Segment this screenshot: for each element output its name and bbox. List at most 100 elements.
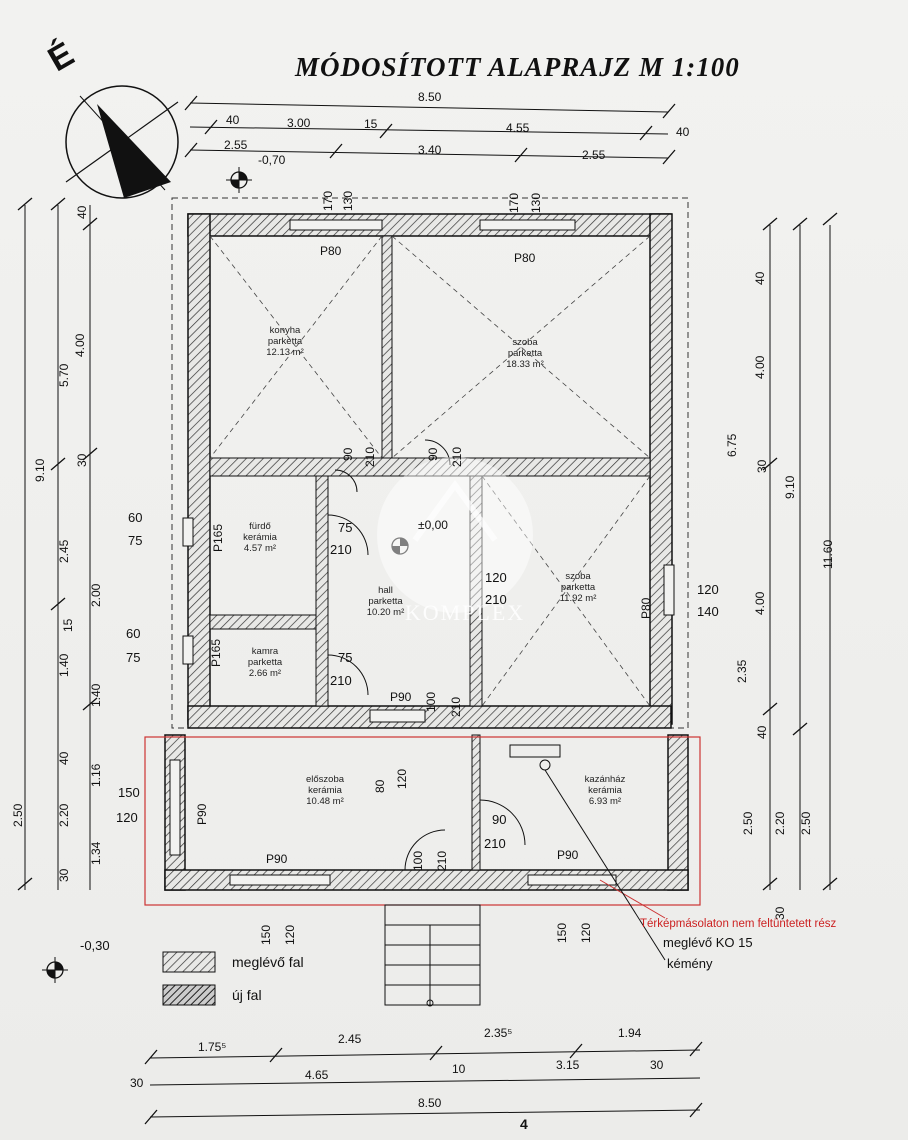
room-name: előszoba bbox=[305, 774, 345, 785]
dim-left: 2.45 bbox=[57, 539, 71, 563]
room-area: 10.48 m² bbox=[306, 796, 344, 807]
opening-dim: 130 bbox=[341, 190, 355, 211]
dim-right: 30 bbox=[755, 459, 769, 473]
opening-dim: 150 bbox=[118, 785, 140, 800]
dim-right: 2.35 bbox=[735, 659, 749, 683]
level-bottom: -0,30 bbox=[80, 938, 110, 953]
room-floor: kerámia bbox=[243, 532, 277, 543]
room-name: kazánház bbox=[584, 774, 626, 785]
watermark-logo-icon bbox=[377, 457, 533, 613]
dim-right: 2.50 bbox=[741, 811, 755, 835]
opening-dim: 75 bbox=[126, 650, 141, 665]
opening-dim: 120 bbox=[579, 922, 593, 943]
room-floor: parketta bbox=[368, 596, 403, 607]
opening-dim: 210 bbox=[363, 446, 377, 467]
window-label: P80 bbox=[320, 244, 342, 258]
opening-dim: 210 bbox=[330, 542, 352, 557]
dim-right: 40 bbox=[753, 271, 767, 285]
room-area: 4.57 m² bbox=[243, 543, 277, 554]
dim-top: 2.55 bbox=[582, 148, 606, 162]
drawing-title: MÓDOSÍTOTT ALAPRAJZ M 1:100 bbox=[295, 52, 740, 82]
room-kazanhaz: kazánház kerámia 6.93 m² bbox=[565, 774, 645, 807]
dim-left: 30 bbox=[57, 868, 71, 882]
room-area: 18.33 m² bbox=[506, 359, 544, 370]
dim-left: 2.50 bbox=[11, 803, 25, 827]
opening-dim: 210 bbox=[484, 836, 506, 851]
legend-existing-swatch bbox=[162, 951, 216, 973]
opening-dim: 100 bbox=[411, 850, 425, 871]
room-floor: parketta bbox=[507, 348, 543, 359]
window-label: P165 bbox=[211, 523, 225, 552]
window-label: P80 bbox=[514, 251, 536, 265]
room-floor: parketta bbox=[247, 657, 283, 668]
opening-dim: 150 bbox=[259, 924, 273, 945]
room-area: 6.93 m² bbox=[588, 796, 622, 807]
opening-dim: 120 bbox=[395, 768, 409, 789]
room-szoba-2: szoba parketta 11.92 m² bbox=[538, 571, 618, 604]
legend-new-label: új fal bbox=[232, 987, 262, 1003]
opening-dim: 210 bbox=[485, 592, 507, 607]
room-area: 10.20 m² bbox=[366, 607, 405, 618]
opening-dim: 120 bbox=[697, 582, 719, 597]
dim-top: 2.55 bbox=[224, 138, 248, 152]
room-kamra: kamra parketta 2.66 m² bbox=[230, 646, 300, 679]
dim-right: 30 bbox=[773, 906, 787, 920]
opening-dim: 210 bbox=[330, 673, 352, 688]
dim-top: 40 bbox=[226, 113, 240, 127]
window-label: P90 bbox=[390, 690, 412, 704]
window-label: P90 bbox=[557, 848, 579, 862]
room-floor: kerámia bbox=[588, 785, 622, 796]
north-arrow-icon bbox=[65, 85, 179, 199]
dim-bottom: 4.65 bbox=[305, 1068, 329, 1082]
dim-left: 2.00 bbox=[89, 583, 103, 607]
dim-bottom: 8.50 bbox=[418, 1096, 442, 1110]
level-marker-icon bbox=[391, 537, 409, 555]
opening-dim: 75 bbox=[128, 533, 143, 548]
opening-dim: 170 bbox=[321, 190, 335, 211]
opening-dim: 150 bbox=[555, 922, 569, 943]
dim-left: 1.40 bbox=[89, 683, 103, 707]
dim-top: 8.50 bbox=[418, 90, 442, 104]
dim-right: 2.50 bbox=[799, 811, 813, 835]
dim-bottom: 2.45 bbox=[338, 1032, 362, 1046]
room-area: 2.66 m² bbox=[248, 668, 282, 679]
room-floor: parketta bbox=[267, 336, 303, 347]
room-eloszoba: előszoba kerámia 10.48 m² bbox=[285, 774, 365, 807]
opening-dim: 140 bbox=[697, 604, 719, 619]
dim-top: 3.40 bbox=[418, 143, 442, 157]
dim-bottom: 30 bbox=[130, 1076, 144, 1090]
room-konyha: konyha parketta 12.13 m² bbox=[245, 325, 325, 358]
watermark-text: KOMPLEX bbox=[404, 600, 526, 625]
opening-dim: 90 bbox=[341, 447, 355, 461]
level-marker-icon bbox=[42, 957, 68, 983]
opening-dim: 100 bbox=[424, 691, 438, 712]
page-mark: 4 bbox=[520, 1116, 528, 1132]
opening-dim: 210 bbox=[450, 446, 464, 467]
opening-dim: 130 bbox=[529, 192, 543, 213]
room-name: szoba bbox=[512, 337, 538, 348]
dim-top: 40 bbox=[676, 125, 690, 139]
legend-new-swatch bbox=[162, 984, 216, 1006]
window-label: P80 bbox=[639, 597, 653, 619]
room-floor: parketta bbox=[560, 582, 596, 593]
opening-dim: 60 bbox=[126, 626, 141, 641]
chimney-icon bbox=[509, 744, 561, 771]
dim-right: 4.00 bbox=[753, 591, 767, 615]
dim-left: 2.20 bbox=[57, 803, 71, 827]
dim-left: 1.16 bbox=[89, 763, 103, 787]
opening-dim: 80 bbox=[373, 779, 387, 793]
dim-left: 40 bbox=[57, 751, 71, 765]
room-name: konyha bbox=[269, 325, 301, 336]
opening-dim: 75 bbox=[338, 650, 353, 665]
opening-dim: 90 bbox=[426, 447, 440, 461]
level-marker-icon bbox=[226, 167, 252, 193]
dim-left: 5.70 bbox=[57, 363, 71, 387]
dim-top: 15 bbox=[364, 117, 378, 131]
dim-bottom: 10 bbox=[452, 1062, 466, 1076]
dim-right: 4.00 bbox=[753, 355, 767, 379]
dim-top: 4.55 bbox=[506, 121, 530, 135]
dim-right: 9.10 bbox=[783, 475, 797, 499]
opening-dim: 120 bbox=[485, 570, 507, 585]
level-top: -0,70 bbox=[258, 153, 286, 167]
opening-dim: 120 bbox=[283, 924, 297, 945]
